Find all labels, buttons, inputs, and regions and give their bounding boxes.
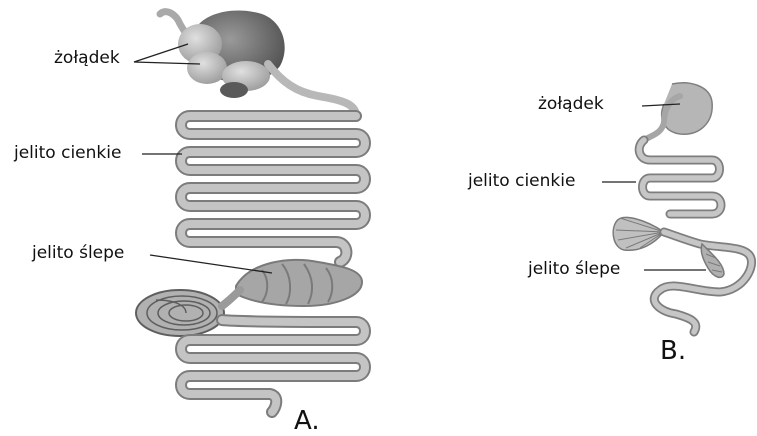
leader-line-stomach-a-1 bbox=[134, 44, 188, 62]
spiral-colon-a bbox=[136, 290, 240, 336]
caption-a: A. bbox=[294, 408, 320, 434]
label-cecum-b: jelito ślepe bbox=[528, 261, 620, 278]
mesentery-fan-b bbox=[613, 217, 664, 250]
label-cecum-a: jelito ślepe bbox=[32, 245, 124, 262]
caption-b: B. bbox=[660, 338, 686, 364]
organism-b bbox=[602, 83, 752, 332]
label-stomach-a: żołądek bbox=[54, 50, 120, 67]
label-stomach-b: żołądek bbox=[538, 96, 604, 113]
label-small-intestine-a: jelito cienkie bbox=[14, 145, 121, 162]
cecum-a bbox=[236, 260, 362, 306]
leader-line-cecum-a bbox=[150, 255, 272, 273]
organism-a bbox=[134, 10, 365, 412]
stomach-b bbox=[644, 83, 712, 140]
label-small-intestine-b: jelito cienkie bbox=[468, 173, 575, 190]
